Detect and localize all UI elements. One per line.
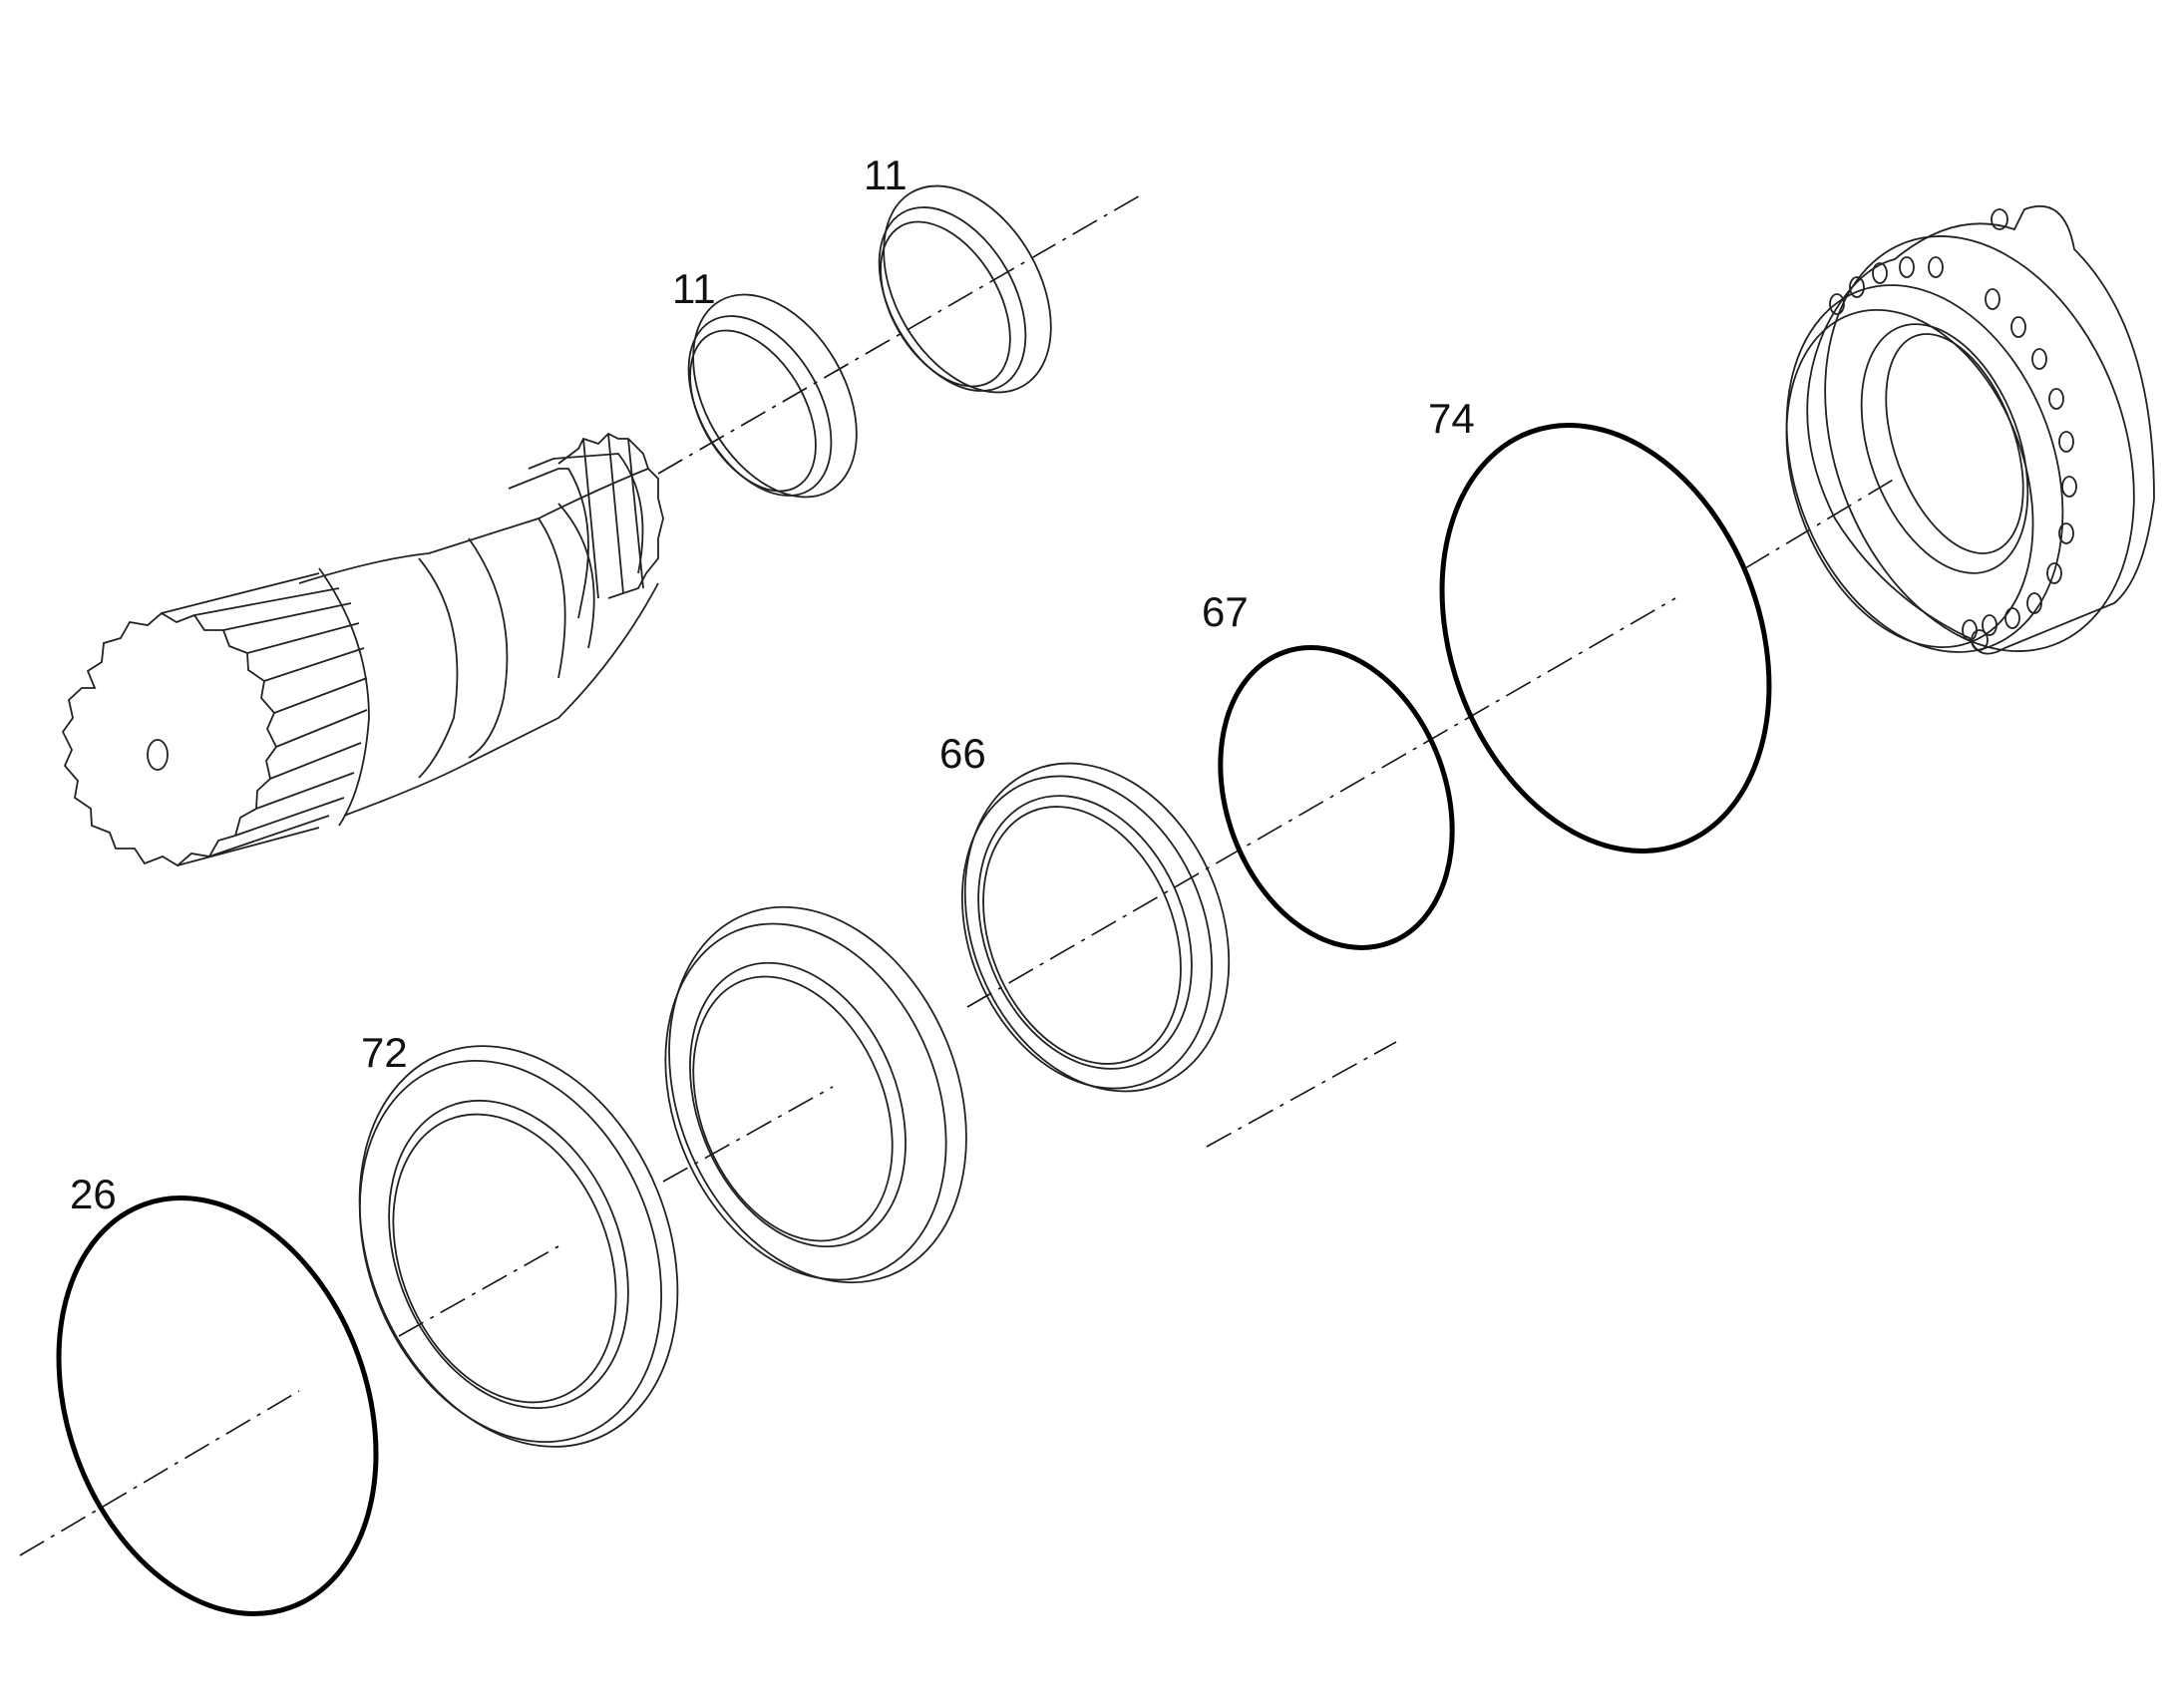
washer-72 [358,1045,679,1448]
o-ring-26 [56,1196,379,1616]
housing [1785,204,2155,655]
center-axes [19,193,1896,1556]
callout-bearing-upper: 11 [864,152,908,198]
thrust-plate [664,905,967,1284]
o-ring-74 [1439,423,1772,854]
callout-oring-74: 74 [1428,395,1475,442]
callout-washer-72: 72 [361,1029,408,1076]
callout-bearing-lower: 11 [672,265,716,312]
seal-ring-66 [960,762,1231,1093]
callout-oring-26: 26 [70,1171,117,1217]
callout-seal-ring-66: 66 [939,730,986,777]
callout-oring-67: 67 [1202,588,1249,635]
bearing-ring-lower [687,293,858,499]
splined-shaft [61,432,664,867]
o-ring-67 [1218,645,1455,950]
bearing-ring-upper [878,184,1052,394]
